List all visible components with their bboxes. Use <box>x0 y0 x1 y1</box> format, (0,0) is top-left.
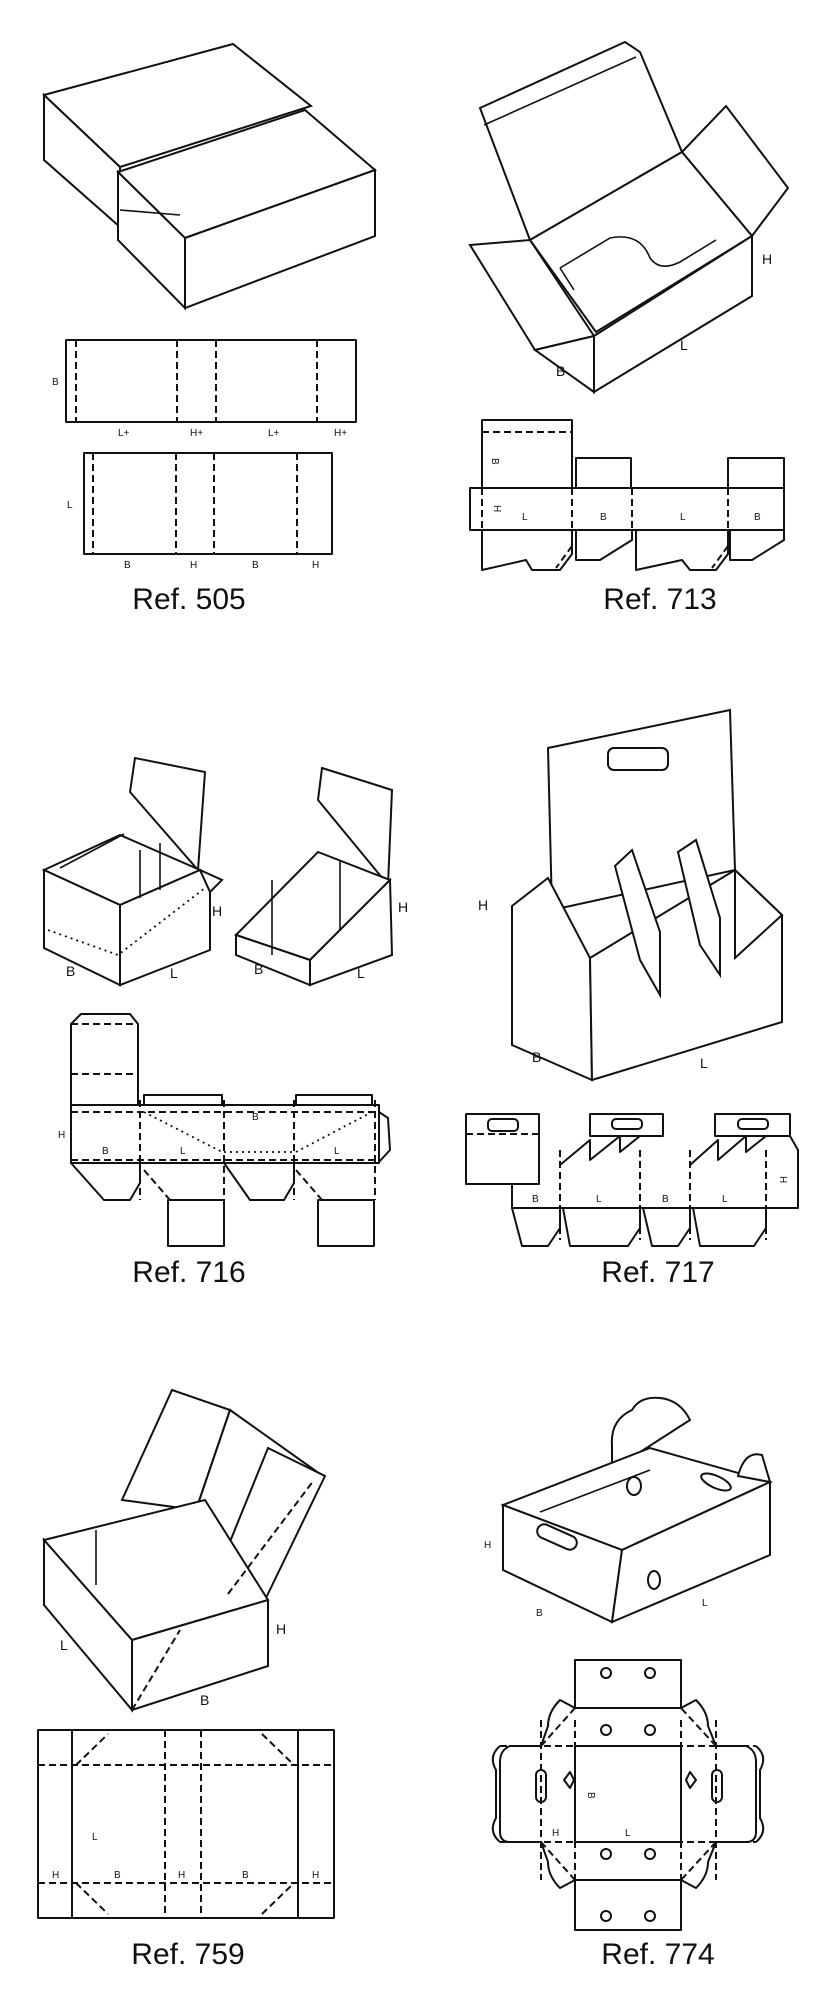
dim-h-label: H <box>484 1540 491 1551</box>
dim-l-label-flat-2: L <box>334 1146 340 1157</box>
panel-ref-716: H L B H L B <box>41 756 408 1289</box>
ref-title-717: Ref. 717 <box>601 1256 714 1289</box>
dim-l-label-flat: L <box>92 1832 98 1843</box>
ref-title-713: Ref. 713 <box>603 583 716 616</box>
dim-l-label-flat: L <box>625 1828 631 1839</box>
dim-b-label-1: B <box>124 560 131 571</box>
dim-b-label: B <box>556 363 565 379</box>
dim-h-label-flat: H <box>58 1130 65 1141</box>
isometric-tray-774: H B L <box>484 1396 773 1624</box>
isometric-box-505 <box>42 42 377 311</box>
dim-l-label: L <box>702 1598 708 1609</box>
flat-template-505-top: B L+ H+ L+ H+ <box>52 339 357 439</box>
dim-l-label: L <box>680 337 688 353</box>
dim-h-label-flat: H <box>777 1176 788 1183</box>
dim-b-label: B <box>52 377 59 388</box>
dim-h-label-flat-3: H <box>312 1870 319 1881</box>
ref-title-759: Ref. 759 <box>131 1938 244 1971</box>
dim-b-label: B <box>532 1049 541 1065</box>
dim-h-label-right: H <box>398 899 408 915</box>
dim-l-label-flat-2: L <box>722 1194 728 1205</box>
isometric-box-713: H L B <box>468 40 790 394</box>
dim-b-label-left: B <box>66 963 75 979</box>
dim-b-label-flat: B <box>489 458 500 465</box>
dim-l-label: L <box>60 1637 68 1653</box>
dim-hplus-label-1: H+ <box>190 428 203 439</box>
dim-l-label-flat-1: L <box>180 1146 186 1157</box>
dim-b-label-flat: B <box>585 1792 596 1799</box>
flat-template-713: B H L B L B <box>469 419 785 571</box>
isometric-box-759: L B H <box>42 1388 327 1713</box>
dim-l-label-flat-1: L <box>596 1194 602 1205</box>
dim-b-label-flat-2: B <box>754 512 761 523</box>
dim-l-label: L <box>700 1055 708 1071</box>
dim-h-label: H <box>762 251 772 267</box>
dim-l-label-left: L <box>170 965 178 981</box>
ref-title-774: Ref. 774 <box>601 1938 714 1971</box>
flat-template-774: B L H <box>491 1659 765 1931</box>
isometric-carrier-717: H B L <box>478 708 784 1082</box>
panel-ref-759: L B H L H B H B H Ref. 759 <box>37 1388 335 1971</box>
dim-b-label: B <box>536 1608 543 1619</box>
dim-b-label-right: B <box>254 961 263 977</box>
dim-l-label-flat-1: L <box>522 512 528 523</box>
dim-b-label-flat-1: B <box>600 512 607 523</box>
panel-ref-717: H B L B L B L H <box>465 708 799 1289</box>
flat-template-716: H B L B L <box>58 1013 391 1247</box>
isometric-box-716-right: H L B <box>234 766 408 987</box>
ref-title-716: Ref. 716 <box>132 1256 245 1289</box>
flat-template-759: L H B H B H <box>37 1729 335 1919</box>
flat-template-717: B L B L H <box>465 1113 799 1247</box>
panel-ref-505: B L+ H+ L+ H+ L B H B H Ref. 505 <box>42 42 377 616</box>
dim-h-label-flat-2: H <box>178 1870 185 1881</box>
dim-b-label-flat-1: B <box>532 1194 539 1205</box>
dim-h-label: H <box>276 1621 286 1637</box>
dim-h-label-flat: H <box>491 505 502 512</box>
dim-b-label-2: B <box>252 560 259 571</box>
dim-lplus-label-2: L+ <box>268 428 280 439</box>
dim-lplus-label-1: L+ <box>118 428 130 439</box>
panel-ref-774: H B L <box>484 1396 773 1971</box>
dim-h-label-1: H <box>190 560 197 571</box>
isometric-box-716-left: H L B <box>41 756 224 987</box>
dim-l-label-right: L <box>357 965 365 981</box>
flat-template-505-bottom: L B H B H <box>67 452 333 571</box>
dim-h-label-2: H <box>312 560 319 571</box>
ref-title-505: Ref. 505 <box>132 583 245 616</box>
dim-l-label-flat-2: L <box>680 512 686 523</box>
dim-b-label: B <box>200 1692 209 1708</box>
dim-h-label-flat: H <box>552 1828 559 1839</box>
dim-b-label-flat-1: B <box>114 1870 121 1881</box>
dim-hplus-label-2: H+ <box>334 428 347 439</box>
dim-l-label: L <box>67 500 73 511</box>
dim-b-label-flat-1: B <box>102 1146 109 1157</box>
dim-b-label-flat-2: B <box>662 1194 669 1205</box>
dim-h-label-flat-1: H <box>52 1870 59 1881</box>
panel-ref-713: H L B B H L B L B <box>468 40 790 616</box>
dim-b-label-flat-2: B <box>252 1112 259 1123</box>
dim-h-label: H <box>478 897 488 913</box>
dim-h-label-left: H <box>212 903 222 919</box>
dim-b-label-flat-2: B <box>242 1870 249 1881</box>
